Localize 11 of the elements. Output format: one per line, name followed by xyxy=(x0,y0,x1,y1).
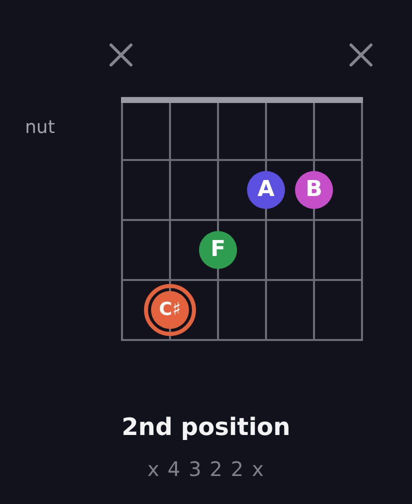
nut-label: nut xyxy=(25,117,55,138)
note-dot xyxy=(199,231,237,269)
ringed-note-dot xyxy=(144,284,196,336)
note-name: B xyxy=(306,179,322,201)
fingering-label: x 4 3 2 2 x xyxy=(147,457,265,481)
note-dot xyxy=(295,171,333,209)
position-title: 2nd position xyxy=(122,413,290,441)
note-dot xyxy=(247,171,285,209)
note-name: F xyxy=(210,239,226,261)
note-name: A xyxy=(257,179,275,201)
note-name: C♯ xyxy=(159,301,181,319)
